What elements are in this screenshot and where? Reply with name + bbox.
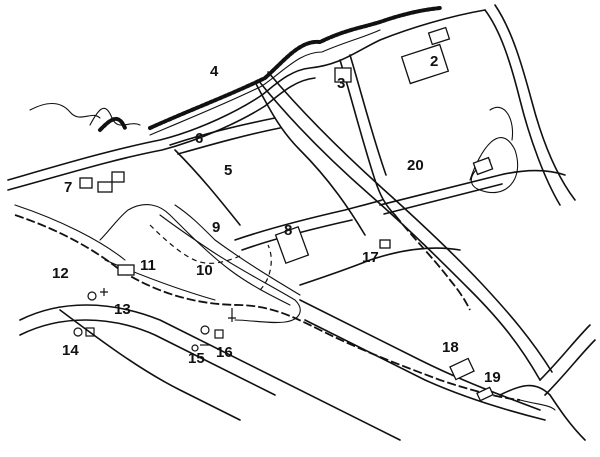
label-4: 4 <box>210 63 219 80</box>
railway <box>14 204 556 411</box>
label-14: 14 <box>62 342 79 359</box>
map-labels: 2 3 4 5 6 7 8 9 10 11 12 13 14 15 16 17 … <box>52 53 501 386</box>
label-16: 16 <box>216 344 233 361</box>
label-7: 7 <box>64 179 72 196</box>
label-15: 15 <box>188 350 205 367</box>
shoreline <box>29 6 442 136</box>
buildings <box>79 26 494 402</box>
label-17: 17 <box>362 249 379 266</box>
label-13: 13 <box>114 301 131 318</box>
road-network <box>7 4 596 441</box>
label-11: 11 <box>140 257 156 274</box>
label-12: 12 <box>52 265 69 282</box>
label-6: 6 <box>195 130 203 147</box>
label-2: 2 <box>430 53 438 70</box>
label-20: 20 <box>407 157 424 174</box>
label-18: 18 <box>442 339 459 356</box>
markers <box>73 288 236 352</box>
label-19: 19 <box>484 369 501 386</box>
label-3: 3 <box>337 75 345 92</box>
label-10: 10 <box>196 262 213 279</box>
label-8: 8 <box>284 222 292 239</box>
label-5: 5 <box>224 162 232 179</box>
label-9: 9 <box>212 219 220 236</box>
loops <box>149 107 519 324</box>
